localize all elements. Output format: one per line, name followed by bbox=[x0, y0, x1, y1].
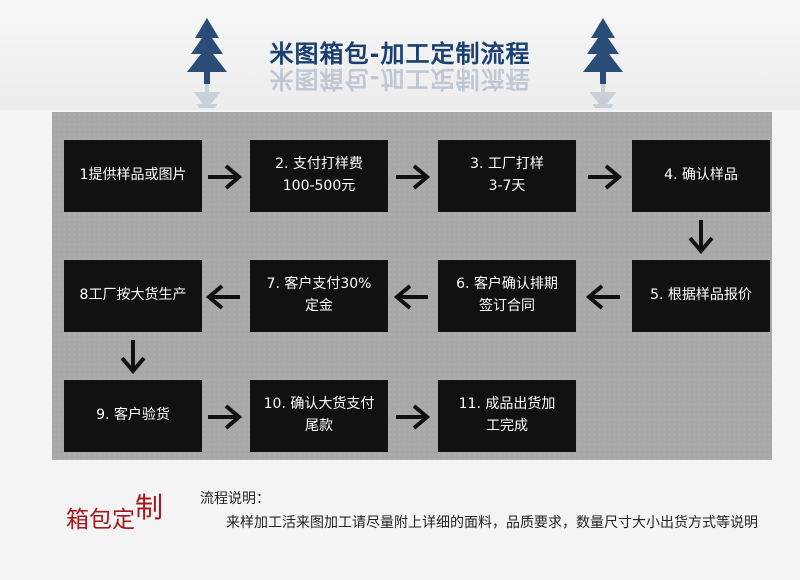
pine-tree-icon bbox=[187, 18, 227, 84]
step-2-box: 2. 支付打样费 100-500元 bbox=[250, 140, 388, 212]
step-8-label: 8工厂按大货生产 bbox=[79, 287, 187, 304]
step-1-label: 1提供样品或图片 bbox=[79, 167, 187, 184]
pine-tree-reflection-icon bbox=[589, 84, 617, 108]
page-title: 米图箱包-加工定制流程 bbox=[269, 40, 531, 68]
arrow-right-icon bbox=[396, 404, 430, 430]
step-11-label: 11. 成品出货加 工完成 bbox=[458, 396, 556, 434]
step-4-label: 4. 确认样品 bbox=[664, 167, 738, 184]
step-3-box: 3. 工厂打样 3-7天 bbox=[438, 140, 576, 212]
custom-bag-label-part2: 制 bbox=[135, 491, 164, 524]
step-7-box: 7. 客户支付30% 定金 bbox=[250, 260, 388, 332]
arrow-right-icon bbox=[588, 164, 622, 190]
step-11-box: 11. 成品出货加 工完成 bbox=[438, 380, 576, 452]
process-notes-body: 来样加工活来图加工请尽量附上详细的面料，品质要求，数量尺寸大小出货方式等说明 bbox=[226, 515, 758, 531]
step-5-box: 5. 根据样品报价 bbox=[632, 260, 770, 332]
step-4-box: 4. 确认样品 bbox=[632, 140, 770, 212]
arrow-left-icon bbox=[586, 284, 620, 310]
arrow-down-icon bbox=[120, 340, 146, 374]
step-3-label: 3. 工厂打样 3-7天 bbox=[470, 156, 544, 194]
pine-tree-reflection-icon bbox=[193, 84, 221, 108]
page-title-reflection: 米图箱包-加工定制流程 bbox=[269, 65, 531, 93]
step-6-box: 6. 客户确认排期 签订合同 bbox=[438, 260, 576, 332]
step-2-label: 2. 支付打样费 100-500元 bbox=[275, 156, 363, 194]
custom-bag-label: 箱包定制 bbox=[66, 491, 163, 536]
step-5-label: 5. 根据样品报价 bbox=[650, 287, 752, 304]
arrow-down-icon bbox=[688, 220, 714, 254]
arrow-right-icon bbox=[208, 164, 242, 190]
step-7-label: 7. 客户支付30% 定金 bbox=[266, 276, 372, 314]
process-notes-heading: 流程说明： bbox=[200, 491, 270, 507]
step-1-box: 1提供样品或图片 bbox=[64, 140, 202, 212]
step-6-label: 6. 客户确认排期 签订合同 bbox=[456, 276, 558, 314]
step-8-box: 8工厂按大货生产 bbox=[64, 260, 202, 332]
step-9-box: 9. 客户验货 bbox=[64, 380, 202, 452]
step-10-label: 10. 确认大货支付 尾款 bbox=[263, 396, 375, 434]
step-9-label: 9. 客户验货 bbox=[96, 407, 170, 424]
arrow-right-icon bbox=[208, 404, 242, 430]
pine-tree-icon bbox=[583, 18, 623, 84]
arrow-right-icon bbox=[396, 164, 430, 190]
arrow-left-icon bbox=[206, 284, 240, 310]
custom-bag-label-part1: 箱包定 bbox=[66, 507, 135, 533]
step-10-box: 10. 确认大货支付 尾款 bbox=[250, 380, 388, 452]
header-banner bbox=[0, 0, 800, 110]
arrow-left-icon bbox=[394, 284, 428, 310]
